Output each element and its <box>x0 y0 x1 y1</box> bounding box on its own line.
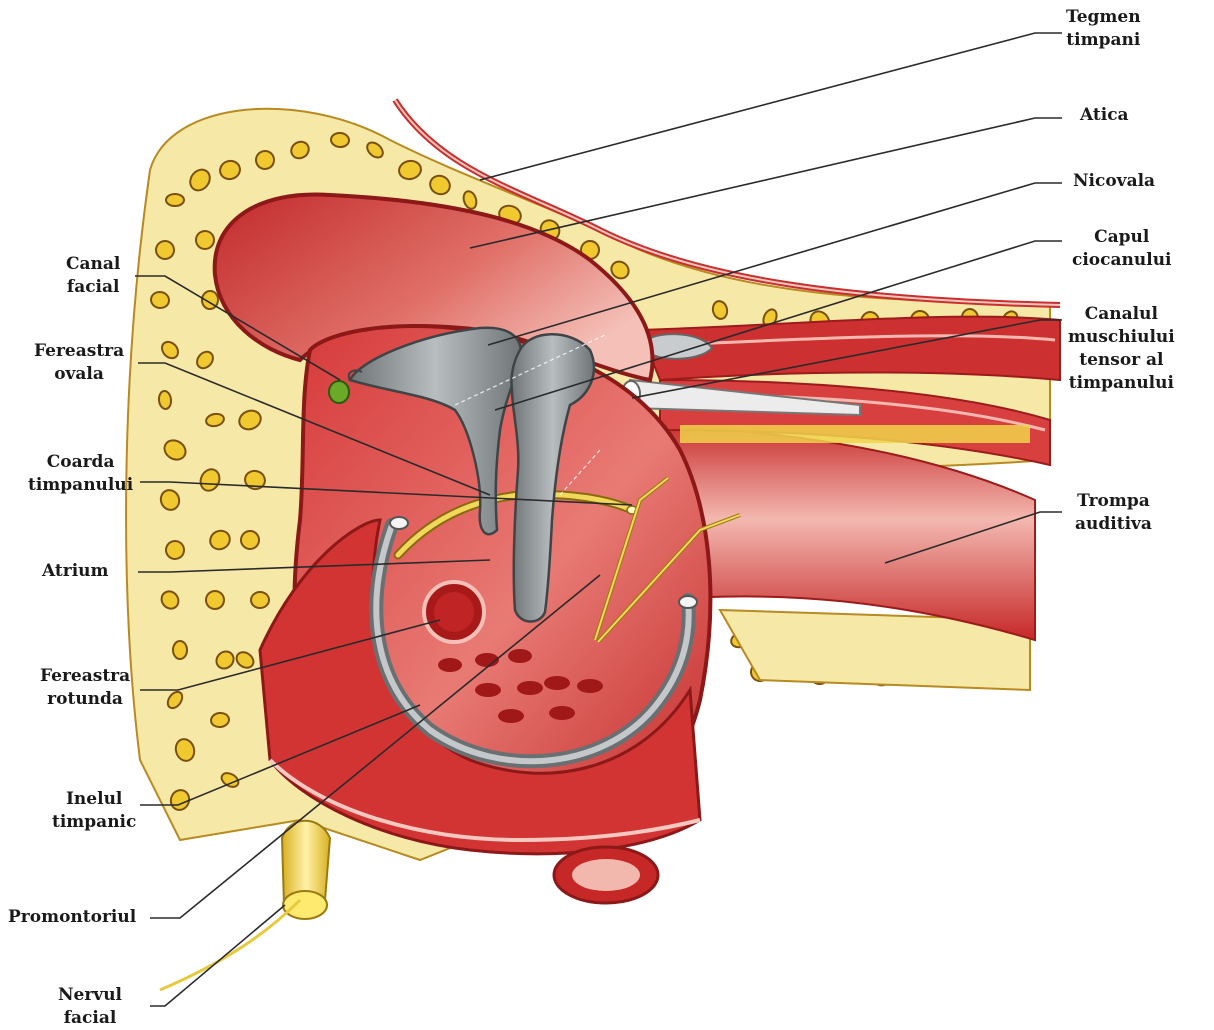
label-line: Inelul <box>52 788 136 811</box>
label-line: Fereastra <box>40 665 130 688</box>
label-inelul-timpanic: Inelul timpanic <box>52 788 136 834</box>
bone-cell <box>166 194 184 206</box>
label-line: muschiului <box>1068 326 1175 349</box>
label-line: ovala <box>34 363 124 386</box>
label-line: Atrium <box>42 560 109 583</box>
label-line: rotunda <box>40 688 130 711</box>
label-canalul-muschiului: Canalul muschiului tensor al timpanului <box>1068 303 1175 395</box>
label-line: Nicovala <box>1073 170 1155 193</box>
carotid-canal <box>554 847 658 903</box>
label-line: timpani <box>1066 29 1141 52</box>
round-window <box>424 582 484 642</box>
bone-cell <box>251 592 270 609</box>
label-line: tensor al <box>1068 349 1175 372</box>
label-trompa-auditiva: Trompa auditiva <box>1075 490 1152 536</box>
label-nicovala: Nicovala <box>1073 170 1155 193</box>
label-line: ciocanului <box>1072 249 1172 272</box>
label-tegmen-timpani: Tegmen timpani <box>1066 6 1141 52</box>
label-canal-facial: Canal facial <box>66 253 120 299</box>
label-line: facial <box>58 1007 122 1030</box>
label-line: facial <box>66 276 120 299</box>
label-line: Capul <box>1072 226 1172 249</box>
label-line: Trompa <box>1075 490 1152 513</box>
label-line: timpanului <box>1068 372 1175 395</box>
label-line: Promontoriul <box>8 906 136 929</box>
label-line: Atica <box>1080 104 1129 127</box>
label-line: Coarda <box>28 451 133 474</box>
bone-cell <box>173 641 187 659</box>
label-coarda-timpanului: Coarda timpanului <box>28 451 133 497</box>
label-line: timpanic <box>52 811 136 834</box>
label-line: auditiva <box>1075 513 1152 536</box>
label-line: Canal <box>66 253 120 276</box>
label-fereastra-rotunda: Fereastra rotunda <box>40 665 130 711</box>
label-capul-ciocanului: Capul ciocanului <box>1072 226 1172 272</box>
label-line: Tegmen <box>1066 6 1141 29</box>
label-atica: Atica <box>1080 104 1129 127</box>
label-line: Nervul <box>58 984 122 1007</box>
label-promontoriul: Promontoriul <box>8 906 136 929</box>
label-nervul-facial: Nervul facial <box>58 984 122 1030</box>
facial-nerve <box>160 821 330 990</box>
label-line: Fereastra <box>34 340 124 363</box>
oval-window-marker <box>329 381 349 403</box>
bone-cell <box>330 132 349 148</box>
label-atrium: Atrium <box>42 560 109 583</box>
bone-cell <box>158 390 172 409</box>
label-line: timpanului <box>28 474 133 497</box>
label-fereastra-ovala: Fereastra ovala <box>34 340 124 386</box>
label-line: Canalul <box>1068 303 1175 326</box>
